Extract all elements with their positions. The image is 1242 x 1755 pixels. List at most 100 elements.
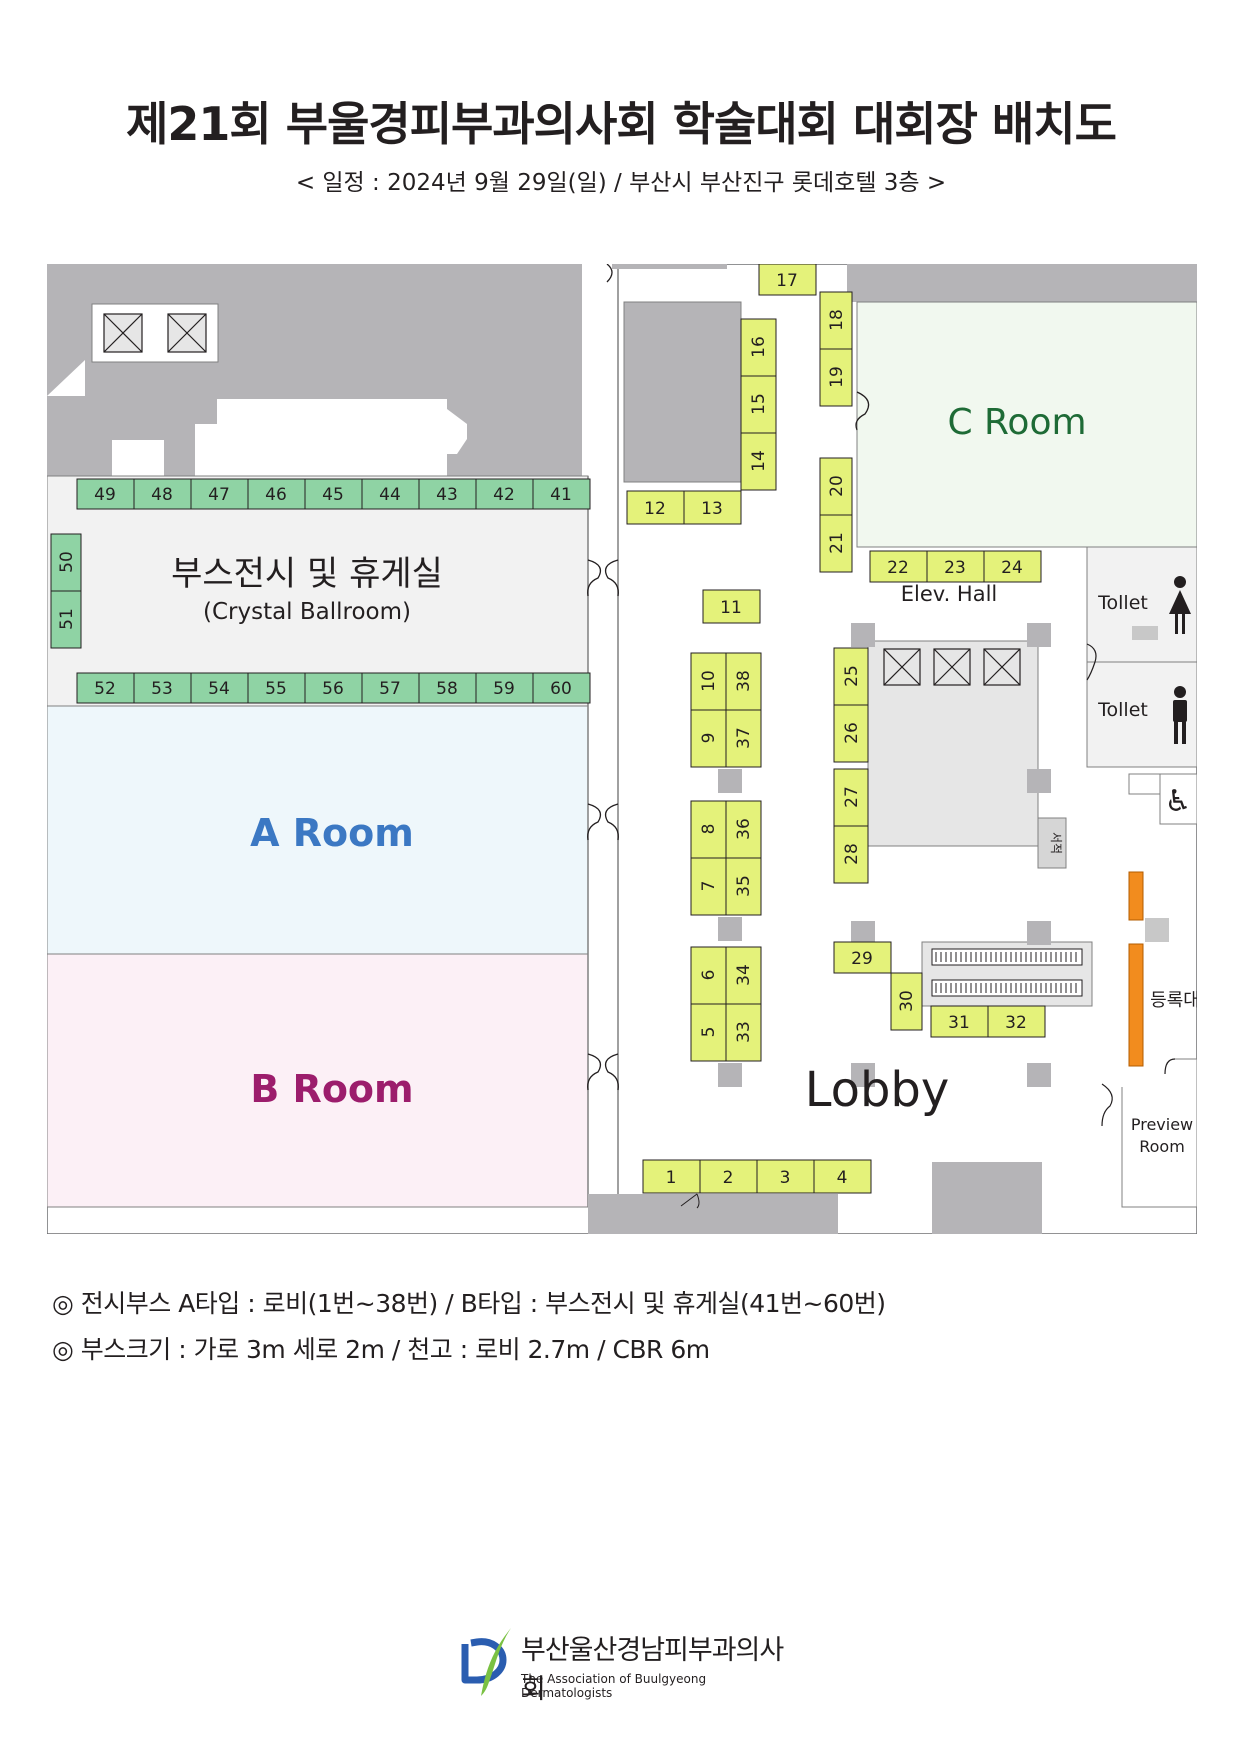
booth-35[interactable]: 35	[725, 857, 762, 916]
booth-28[interactable]: 28	[833, 825, 869, 884]
booth-25[interactable]: 25	[833, 647, 869, 706]
booth-30[interactable]: 30	[890, 972, 923, 1031]
svg-text:1: 1	[666, 1168, 677, 1188]
booth-27[interactable]: 27	[833, 768, 869, 827]
service-area	[47, 264, 612, 476]
svg-text:29: 29	[851, 949, 873, 969]
svg-text:58: 58	[436, 679, 458, 699]
svg-text:37: 37	[734, 727, 754, 749]
booth-38[interactable]: 38	[725, 652, 762, 711]
booth-36[interactable]: 36	[725, 800, 762, 859]
booth-21[interactable]: 21	[819, 514, 853, 573]
svg-text:43: 43	[436, 485, 458, 505]
bookstore-label: 서적	[1049, 832, 1063, 854]
booth-53[interactable]: 53	[133, 672, 192, 704]
booth-4[interactable]: 4	[813, 1159, 872, 1194]
booth-17[interactable]: 17	[758, 264, 817, 296]
booth-13[interactable]: 13	[683, 490, 742, 525]
booth-60[interactable]: 60	[532, 672, 591, 704]
booth-47[interactable]: 47	[190, 478, 249, 510]
booth-41[interactable]: 41	[532, 478, 591, 510]
svg-text:56: 56	[322, 679, 344, 699]
booth-52[interactable]: 52	[76, 672, 135, 704]
booth-49[interactable]: 49	[76, 478, 135, 510]
preview-room-label-line2: Room	[1139, 1137, 1185, 1156]
preview-room	[1121, 1058, 1197, 1208]
restroom-women-label: Tollet	[1097, 592, 1148, 614]
booth-7[interactable]: 7	[690, 857, 727, 916]
booth-50[interactable]: 50	[50, 533, 82, 592]
booth-23[interactable]: 23	[926, 550, 985, 583]
booth-29[interactable]: 29	[833, 941, 892, 974]
booth-26[interactable]: 26	[833, 704, 869, 763]
booth-12[interactable]: 12	[626, 490, 685, 525]
booth-57[interactable]: 57	[361, 672, 420, 704]
booth-33[interactable]: 33	[725, 1003, 762, 1062]
registration-label: 등록대	[1150, 990, 1197, 1011]
booth-3[interactable]: 3	[756, 1159, 815, 1194]
svg-text:28: 28	[842, 843, 862, 865]
svg-text:19: 19	[827, 366, 847, 388]
registration-desk	[1128, 943, 1144, 1067]
booth-46[interactable]: 46	[247, 478, 306, 510]
booth-43[interactable]: 43	[418, 478, 477, 510]
booth-59[interactable]: 59	[475, 672, 534, 704]
event-schedule-subtitle: < 일정 : 2024년 9월 29일(일) / 부산시 부산진구 롯데호텔 3…	[295, 170, 947, 196]
svg-text:55: 55	[265, 679, 287, 699]
booth-19[interactable]: 19	[819, 348, 853, 407]
wall-block	[932, 1162, 1042, 1234]
svg-text:18: 18	[827, 309, 847, 331]
svg-text:60: 60	[550, 679, 572, 699]
booth-9[interactable]: 9	[690, 709, 727, 768]
booth-44[interactable]: 44	[361, 478, 420, 510]
booth-37[interactable]: 37	[725, 709, 762, 768]
booth-24[interactable]: 24	[983, 550, 1042, 583]
booth-42[interactable]: 42	[475, 478, 534, 510]
booth-8[interactable]: 8	[690, 800, 727, 859]
booth-34[interactable]: 34	[725, 946, 762, 1005]
booth-31[interactable]: 31	[930, 1005, 989, 1038]
door-icon	[855, 391, 870, 431]
booth-54[interactable]: 54	[190, 672, 249, 704]
booth-1[interactable]: 1	[642, 1159, 701, 1194]
svg-text:52: 52	[94, 679, 116, 699]
booth-14[interactable]: 14	[740, 432, 777, 491]
booth-58[interactable]: 58	[418, 672, 477, 704]
crystal-ballroom	[47, 475, 589, 707]
booth-20[interactable]: 20	[819, 457, 853, 516]
booth-55[interactable]: 55	[247, 672, 306, 704]
logo-name-korean: 부산울산경남피부과의사회	[521, 1635, 784, 1705]
booth-10[interactable]: 10	[690, 652, 727, 711]
c-room	[856, 301, 1197, 548]
svg-text:9: 9	[699, 733, 719, 744]
booth-type-note: ◎ 전시부스 A타입 : 로비(1번~38번) / B타입 : 부스전시 및 휴…	[52, 1289, 886, 1318]
association-logo: 부산울산경남피부과의사회 The Association of Buulgyeo…	[459, 1626, 799, 1706]
booth-6[interactable]: 6	[690, 946, 727, 1005]
booth-layer: 1 2 3 4 5 6 7 8 9 10 33 34 35 36 37 38 1…	[50, 264, 1046, 1194]
svg-text:36: 36	[734, 818, 754, 840]
svg-text:25: 25	[842, 665, 862, 687]
svg-text:51: 51	[57, 608, 77, 630]
booth-32[interactable]: 32	[987, 1005, 1046, 1038]
booth-5[interactable]: 5	[690, 1003, 727, 1062]
booth-45[interactable]: 45	[304, 478, 363, 510]
booth-16[interactable]: 16	[740, 318, 777, 377]
booth-51[interactable]: 51	[50, 590, 82, 649]
svg-text:6: 6	[699, 970, 719, 981]
restroom-men-label: Tollet	[1097, 699, 1148, 721]
svg-text:35: 35	[734, 875, 754, 897]
wall-block	[623, 301, 742, 483]
booth-56[interactable]: 56	[304, 672, 363, 704]
booth-18[interactable]: 18	[819, 291, 853, 350]
svg-text:47: 47	[208, 485, 230, 505]
booth-size-note: ◎ 부스크기 : 가로 3m 세로 2m / 천고 : 로비 2.7m / CB…	[52, 1335, 710, 1364]
escalator-steps	[935, 952, 1077, 993]
svg-text:49: 49	[94, 485, 116, 505]
booth-11[interactable]: 11	[702, 589, 761, 624]
booth-15[interactable]: 15	[740, 375, 777, 434]
svg-text:33: 33	[734, 1021, 754, 1043]
booth-2[interactable]: 2	[699, 1159, 758, 1194]
booth-22[interactable]: 22	[869, 550, 928, 583]
booth-48[interactable]: 48	[133, 478, 192, 510]
corridor	[588, 476, 618, 1207]
